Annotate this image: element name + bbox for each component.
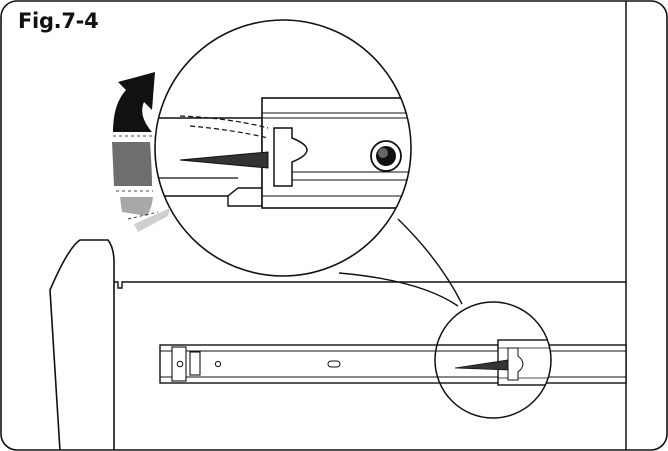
figure-label: Fig.7-4 xyxy=(18,9,99,33)
small-detail-contents xyxy=(454,339,551,386)
big-detail-circle xyxy=(154,19,412,277)
spring-tab xyxy=(179,151,269,169)
push-direction-arrow xyxy=(112,72,170,232)
lever-dashed-outline xyxy=(179,115,269,139)
rail-hole-small xyxy=(214,360,222,368)
arrow-segment-mid xyxy=(112,142,152,186)
arrow-segment-light xyxy=(120,197,153,216)
arrow-head-dark xyxy=(113,72,155,132)
cabinet-top-edge xyxy=(114,281,626,289)
release-lever xyxy=(273,127,308,187)
small-detail-circle xyxy=(434,301,552,419)
frame-content xyxy=(49,1,627,450)
rail-latch xyxy=(189,351,201,376)
rail-slot xyxy=(327,360,341,368)
arrow-segment-lighter xyxy=(134,208,170,232)
cabinet-panel xyxy=(49,239,115,450)
rail-tab xyxy=(227,187,263,207)
big-detail-contents xyxy=(155,97,411,209)
slide-rail xyxy=(159,344,627,384)
callout-cone xyxy=(338,218,463,307)
